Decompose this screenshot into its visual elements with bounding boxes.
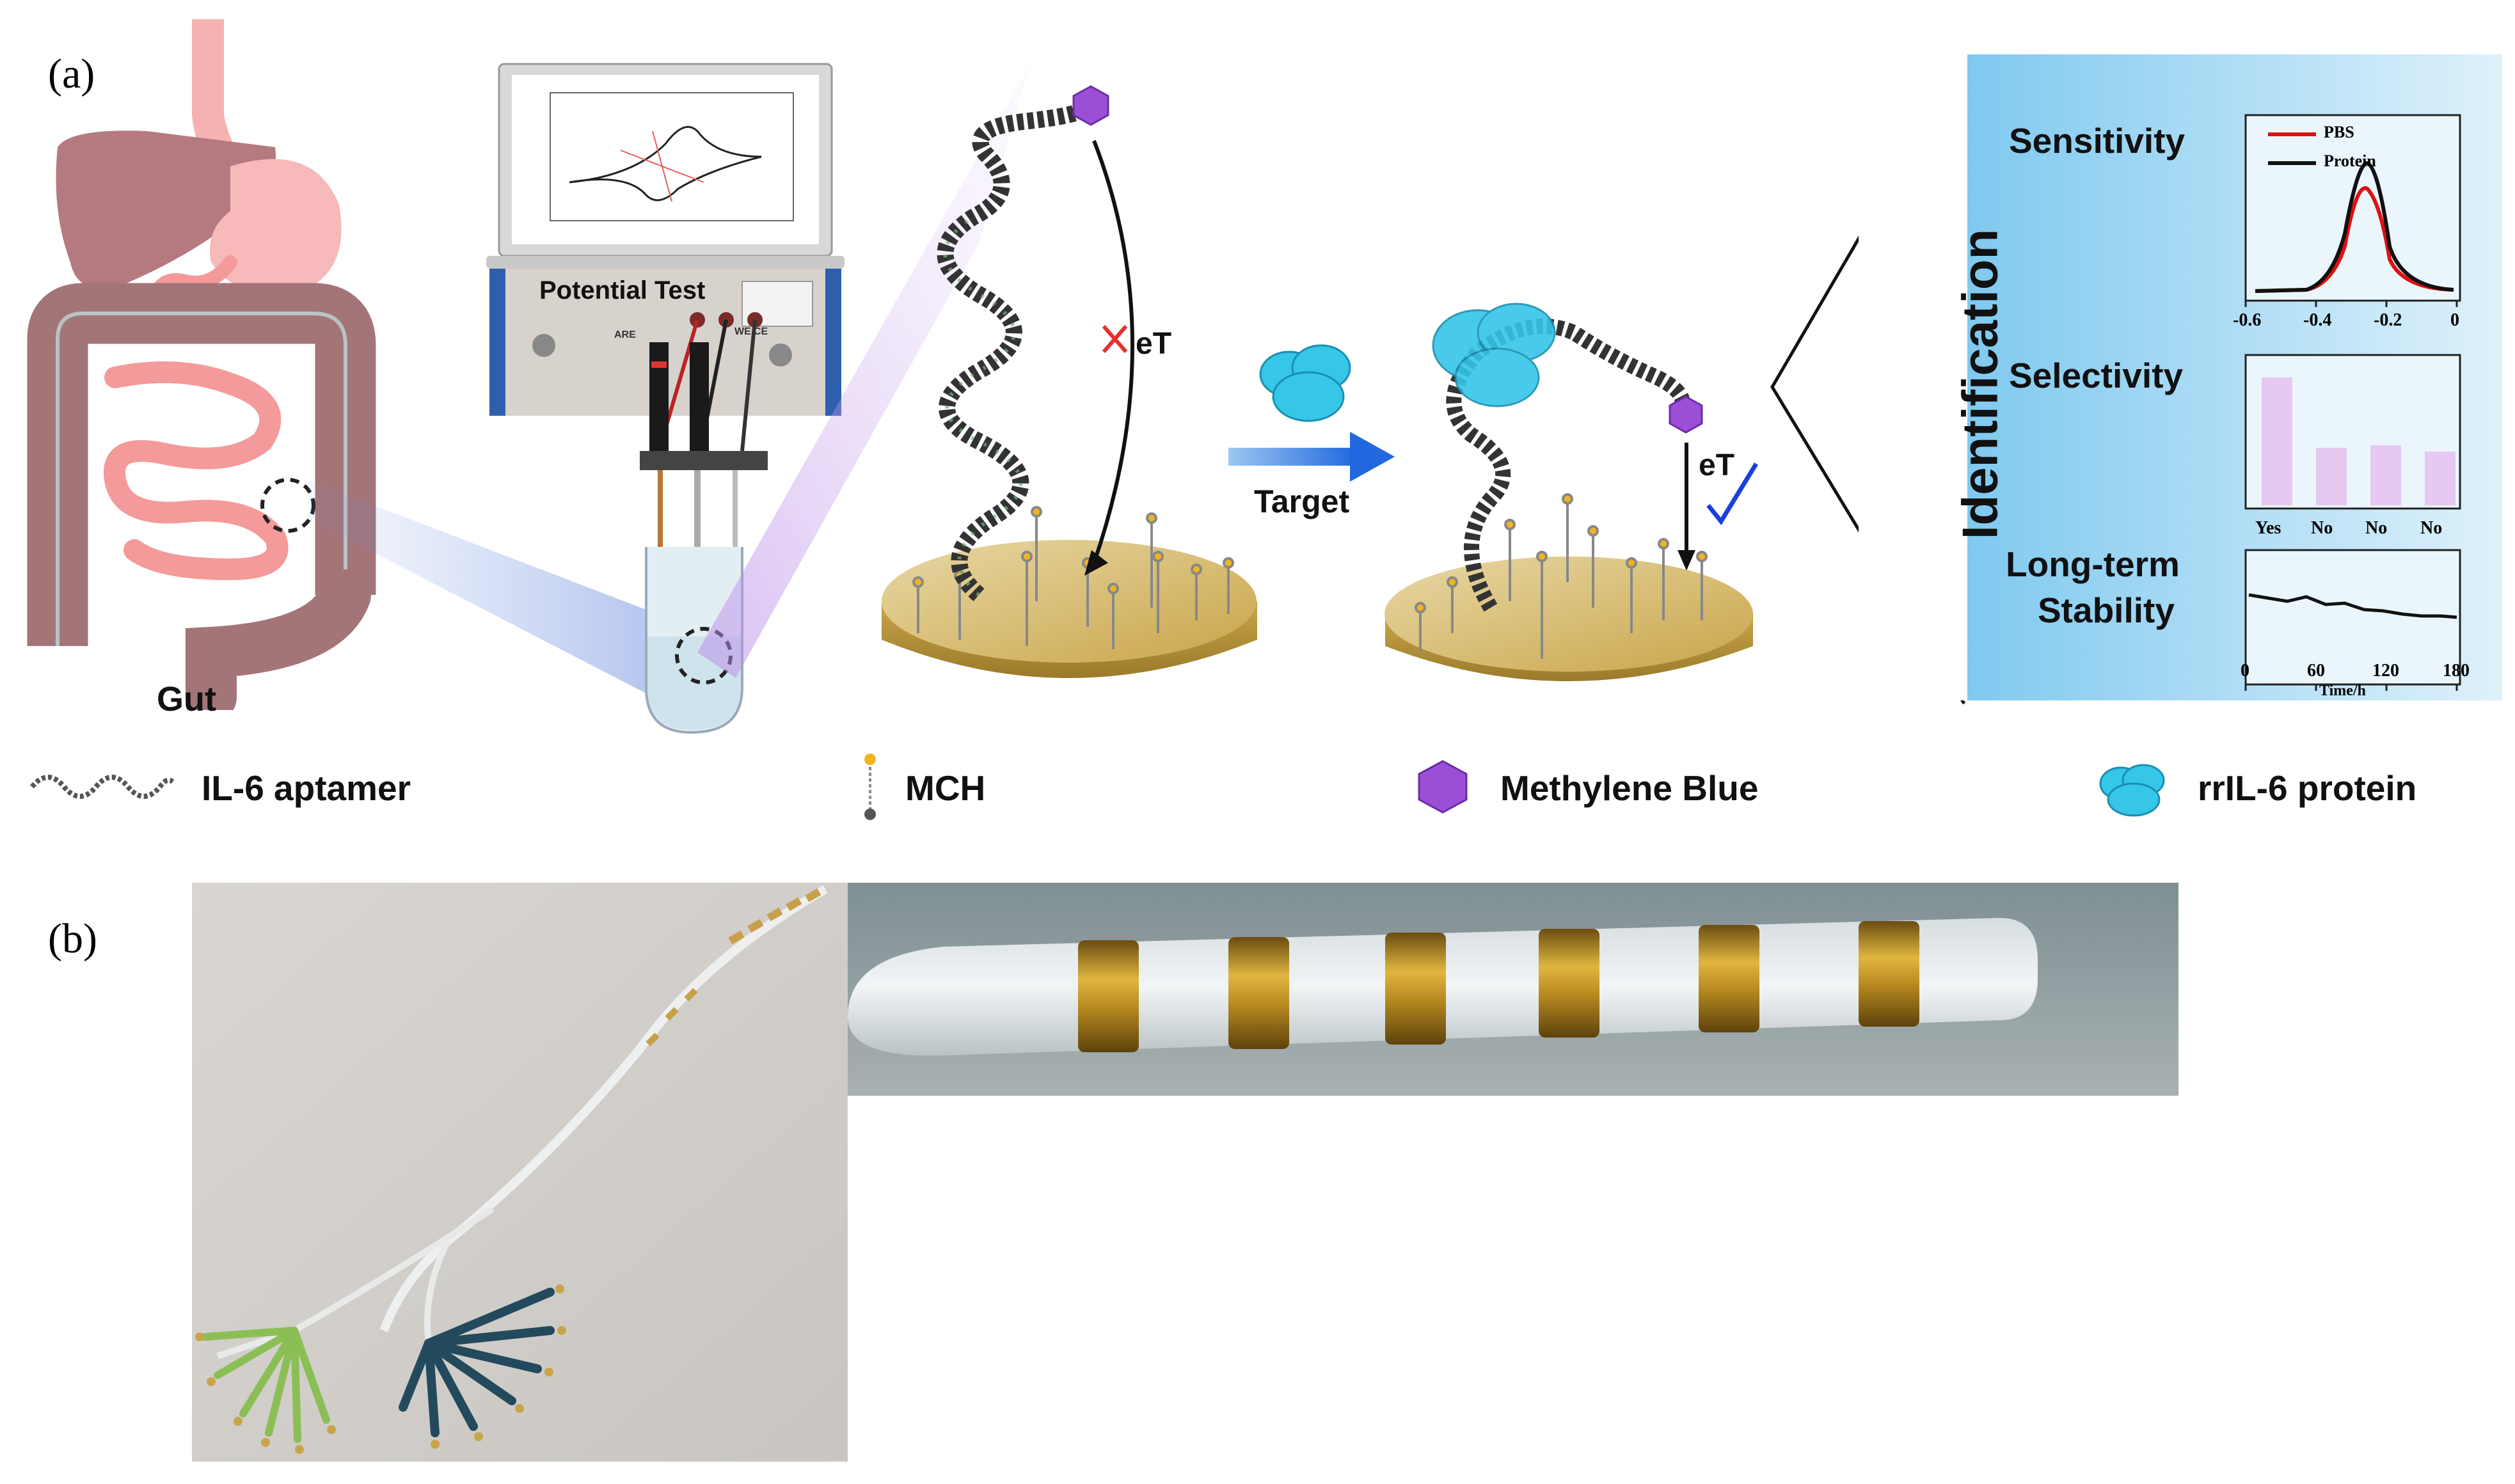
protein-curve [2255,161,2454,293]
stab-xlabel: Time/h [2319,683,2366,699]
selectivity-bar [2370,445,2401,505]
stomach-shape [210,159,342,296]
electrode-before [882,85,1257,678]
sensitivity-label: Sensitivity [2009,121,2186,161]
legend-mb-label: Methylene Blue [1500,768,1759,808]
panel-b-label: (b) [48,915,97,962]
stab-xtick-3: 180 [2443,661,2470,681]
pbs-curve [2255,186,2454,293]
small-intestine-shape [104,361,289,580]
methylene-blue-marker-after [1669,395,1703,434]
sens-xtick-1: -0.4 [2303,310,2332,330]
et-label-after: eT [1699,448,1735,482]
legend-mch-label: MCH [905,768,986,808]
identification-title: Identification [1951,228,2008,540]
sens-xtick-2: -0.2 [2374,310,2402,330]
panel-a-label: (a) [48,51,95,97]
gut-label: Gut [157,680,216,718]
port-label-we: WE [734,326,751,337]
port-label-ce: CE [754,326,768,337]
potentiostat-setup [486,63,845,734]
blocked-transfer-cross [1102,325,1128,353]
zoom-beam-gut [307,480,691,710]
legend-aptamer-label: IL-6 aptamer [202,768,411,808]
transfer-check-mark [1706,462,1758,526]
liver-shape [56,130,276,289]
legend-mch-icon [864,754,876,820]
legend-aptamer-icon [29,775,175,799]
zoom-beam-electrode [697,64,1030,678]
sel-cat-0: Yes [2255,518,2281,538]
electrode-lead-photo [192,883,848,1462]
stab-xtick-1: 60 [2307,661,2325,681]
sel-cat-2: No [2365,518,2388,538]
sens-xtick-3: 0 [2450,310,2459,330]
gold-electrode-disk [882,540,1257,663]
sel-cat-3: No [2420,518,2443,538]
selectivity-bars [2262,377,2455,505]
et-label-before: eT [1136,327,1172,361]
aptamer-strand [937,103,1090,601]
stability-label-line2: Stability [2038,590,2175,630]
stab-xtick-2: 120 [2372,661,2399,681]
selectivity-label: Selectivity [2009,356,2184,395]
target-protein-icon [1259,344,1351,422]
legend-mb-icon [1418,760,1468,814]
sel-cat-1: No [2311,518,2333,538]
electrode-tip-photo [848,883,2178,1096]
stability-curve [2248,593,2457,619]
legend-pbs: PBS [2324,123,2354,141]
stability-label-line1: Long-term [2006,544,2180,584]
process-arrow [1228,432,1395,482]
port-label-are: ARE [614,329,636,340]
stab-xtick-0: 0 [2241,661,2249,681]
legend-protein-label: rrIL-6 protein [2198,768,2417,808]
selectivity-bar [2262,377,2292,505]
electrode-after [1384,303,1758,681]
legend-protein-icon [2099,764,2165,817]
selectivity-bar [2425,452,2455,505]
identification-panel [1859,54,2502,700]
selectivity-bar [2316,448,2347,505]
target-label: Target [1254,484,1350,519]
methylene-blue-marker [1072,85,1109,126]
legend-protein: Protein [2324,152,2376,170]
potential-test-label: Potential Test [539,276,706,304]
sens-xtick-0: -0.6 [2233,310,2262,330]
